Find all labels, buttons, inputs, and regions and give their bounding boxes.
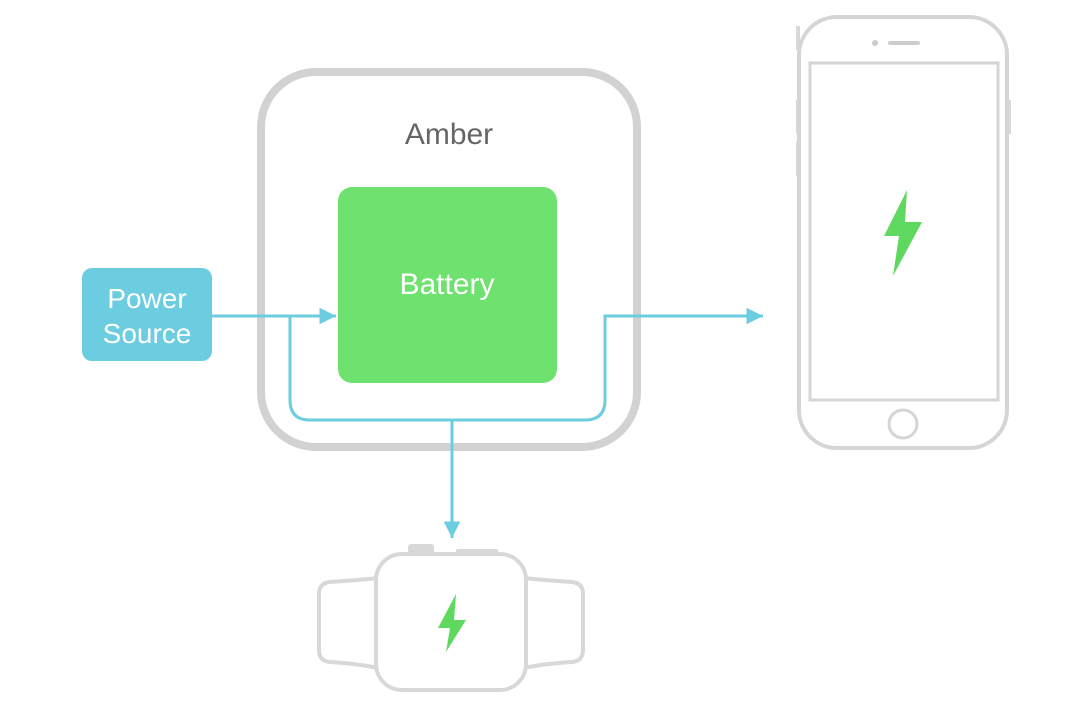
amber-label: Amber	[405, 118, 493, 151]
phone-icon	[796, 15, 1011, 450]
power-source-block: Power Source	[82, 268, 212, 361]
lightning-bolt-icon	[884, 190, 922, 276]
flow-lines	[212, 307, 763, 538]
home-button-icon	[887, 408, 919, 440]
lightning-bolt-icon	[438, 594, 466, 652]
power-source-label-line2: Source	[103, 318, 192, 349]
power-source-label-line1: Power	[107, 283, 186, 314]
battery-block: Battery	[338, 187, 557, 383]
arrow-to-phone	[288, 307, 763, 422]
watch-icon	[317, 544, 585, 692]
battery-label: Battery	[399, 268, 494, 301]
